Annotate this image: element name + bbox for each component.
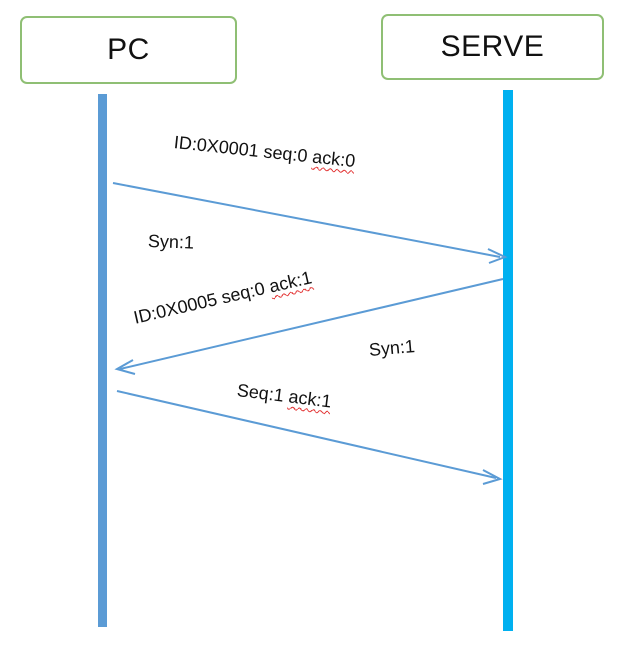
pc-actor-label: PC: [107, 33, 150, 66]
arrow-pc-to-server-2: [116, 390, 503, 485]
server-actor-box: SERVE: [381, 14, 604, 80]
message-2-syn-flag: Syn:1: [368, 336, 416, 360]
pc-lifeline: [98, 94, 107, 627]
message-3-ack: ack:1: [287, 386, 333, 412]
pc-actor-box: PC: [20, 16, 237, 84]
message-1-ack: ack:0: [311, 146, 357, 171]
server-lifeline: [503, 90, 513, 631]
arrow-pc-to-server-1: [112, 182, 508, 264]
arrow-server-to-pc: [114, 278, 504, 375]
message-1-syn-flag: Syn:1: [147, 231, 195, 253]
server-actor-label: SERVE: [440, 30, 545, 63]
